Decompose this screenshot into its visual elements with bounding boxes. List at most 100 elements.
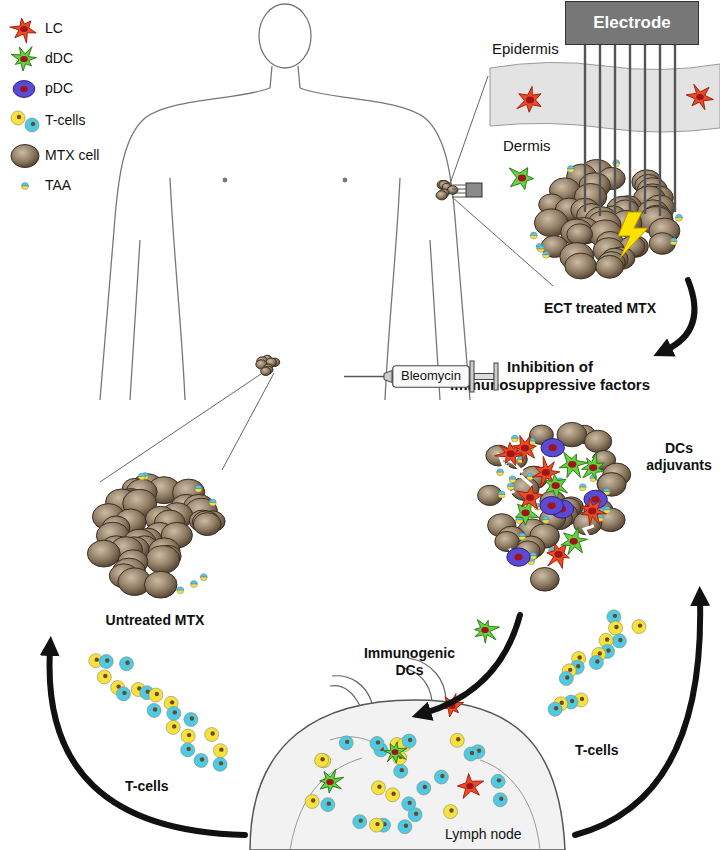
ddc-cell <box>474 620 499 644</box>
cell-nucleus <box>514 554 522 561</box>
cell-nucleus <box>105 658 109 662</box>
cell-nucleus <box>481 627 489 633</box>
taa-mark <box>675 214 682 217</box>
cell-nucleus <box>570 538 578 545</box>
right-arm <box>300 88 470 400</box>
cell-nucleus <box>542 469 550 476</box>
t-cell <box>548 702 562 716</box>
ddc-cell <box>320 770 344 793</box>
cell-nucleus <box>327 801 331 805</box>
t-cell <box>25 118 39 132</box>
cell-nucleus <box>554 706 558 710</box>
syringe-needle <box>344 375 384 377</box>
cell-nucleus <box>320 757 324 761</box>
lymph-node <box>250 658 565 850</box>
t-cell <box>632 620 646 634</box>
cell-nucleus <box>404 823 408 827</box>
syringe-plunger <box>494 363 498 390</box>
taa-mark <box>579 487 586 491</box>
t-cell <box>339 736 353 750</box>
t-cell <box>491 774 505 788</box>
taa-mark <box>567 165 574 169</box>
t-cell <box>305 795 319 809</box>
cell-nucleus <box>499 797 503 801</box>
lymph-node-outline <box>250 700 565 850</box>
cell-nucleus <box>565 675 569 679</box>
t-cell <box>205 728 219 742</box>
neck <box>270 66 300 88</box>
needle <box>599 45 601 216</box>
legend-text: dDC <box>45 50 73 67</box>
t-cell <box>493 793 507 807</box>
ddc-cell <box>582 453 605 480</box>
mtx-cell <box>596 255 624 278</box>
curved-arrow <box>425 615 520 713</box>
mtx-cell <box>193 513 221 536</box>
cell-nucleus <box>20 26 28 32</box>
node-text: Electrode <box>593 13 670 33</box>
t-cell <box>184 713 198 727</box>
leader-lines <box>100 76 553 482</box>
t-cell <box>213 757 227 771</box>
cell-nucleus <box>153 707 157 711</box>
legend-text: TAA <box>45 177 71 194</box>
cell-nucleus <box>408 801 412 805</box>
cell-nucleus <box>200 757 204 761</box>
t-cell <box>589 655 603 669</box>
cell-nucleus <box>391 792 395 796</box>
leader-line <box>100 372 264 482</box>
cell-nucleus <box>20 86 28 92</box>
needle <box>674 45 676 212</box>
cell-nucleus <box>408 738 412 742</box>
layer-label: Epidermis <box>492 40 559 58</box>
taa-mark <box>200 574 207 578</box>
mtx-cell <box>530 568 559 592</box>
cell-nucleus <box>526 494 534 501</box>
electrode-needles <box>585 45 675 218</box>
cell-nucleus <box>570 699 574 703</box>
lc-cell <box>581 498 607 526</box>
leader-line <box>222 373 274 470</box>
t-cell <box>559 671 573 685</box>
taa-mark <box>511 435 518 439</box>
taa-mark <box>530 236 537 240</box>
cell-nucleus <box>190 716 194 720</box>
lc-cell <box>686 84 713 109</box>
cell-nucleus <box>497 778 501 782</box>
cell-nucleus <box>506 450 514 457</box>
taa-mark <box>190 584 197 588</box>
cell-nucleus <box>598 651 602 655</box>
cell-nucleus <box>618 638 622 642</box>
taa-mark <box>507 483 514 487</box>
needle <box>644 45 646 214</box>
cell-nucleus <box>440 774 444 778</box>
taa-mark <box>509 476 516 480</box>
t-cell <box>370 818 384 832</box>
node-text: Bleomycin <box>401 369 461 384</box>
taa-mark <box>511 438 518 442</box>
t-cell <box>450 733 464 747</box>
taa-mark <box>604 506 611 510</box>
torso-side <box>170 178 185 400</box>
cell-nucleus <box>186 747 190 751</box>
t-cell <box>181 743 195 757</box>
mtx-cell <box>11 145 39 168</box>
taa-mark <box>195 485 202 488</box>
t-cell <box>166 720 180 734</box>
t-cell <box>408 808 422 822</box>
taa-mark <box>507 486 514 490</box>
taa-mark <box>177 587 184 590</box>
small-electrode <box>452 183 482 197</box>
taa-mark <box>537 249 544 253</box>
cell-nucleus <box>577 655 581 659</box>
cell-nucleus <box>595 659 599 663</box>
lc-cell <box>458 774 484 799</box>
t-cell <box>181 729 195 743</box>
t-cell <box>371 781 385 795</box>
tumour-label: Untreated MTX <box>85 612 225 629</box>
cell-nucleus <box>20 56 28 62</box>
cell-nucleus <box>391 749 398 755</box>
legend-text: T-cells <box>45 112 85 129</box>
cell-nucleus <box>219 761 223 765</box>
